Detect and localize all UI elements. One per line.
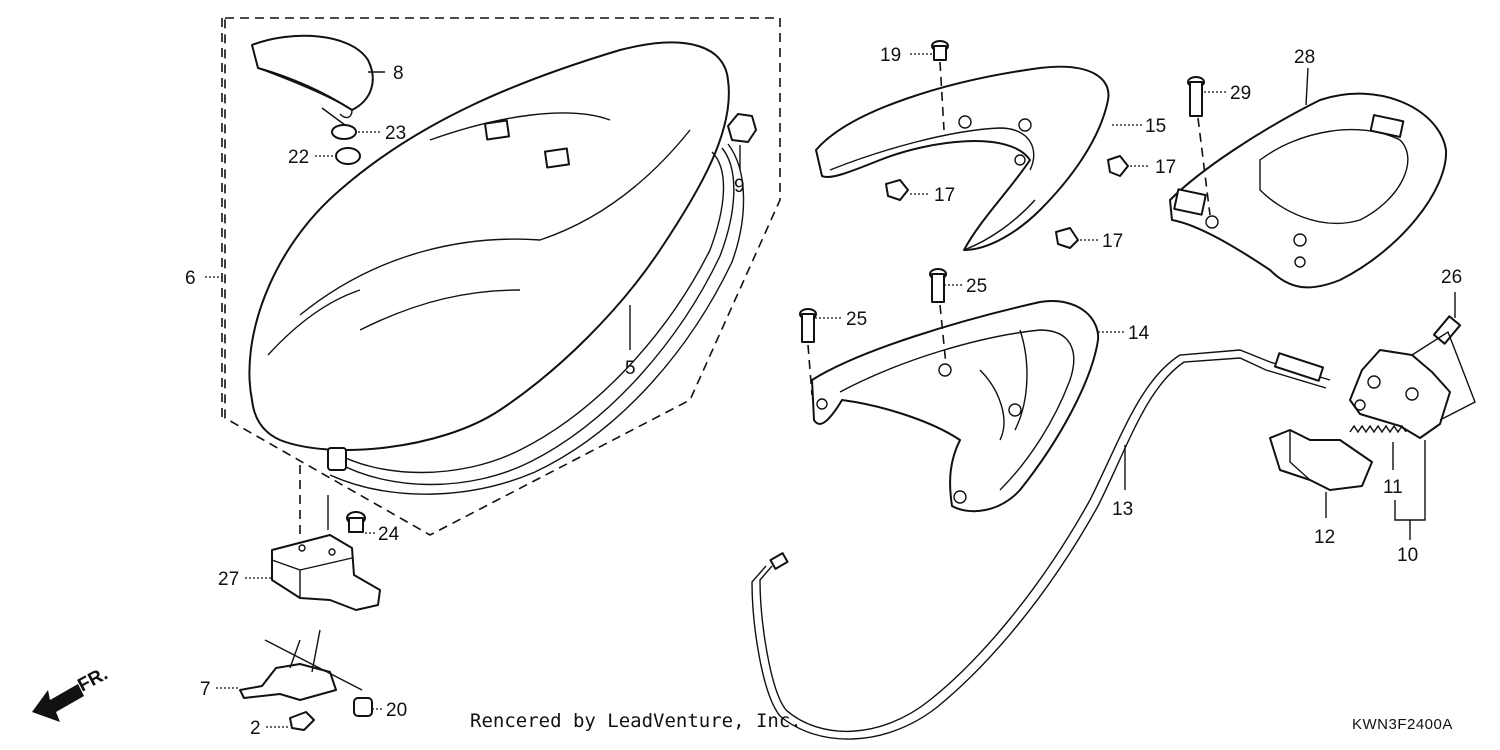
callout-8: 8 bbox=[393, 63, 404, 84]
callout-28: 28 bbox=[1294, 47, 1315, 68]
callout-19: 19 bbox=[880, 45, 901, 66]
callout-7: 7 bbox=[200, 679, 211, 700]
callout-25b: 25 bbox=[846, 309, 867, 330]
callout-27: 27 bbox=[218, 569, 239, 590]
clip-17c bbox=[1055, 227, 1079, 249]
clip-17a bbox=[885, 179, 909, 201]
bolt-19 bbox=[931, 40, 949, 61]
callout-20: 20 bbox=[386, 700, 407, 721]
bolt-29 bbox=[1187, 76, 1205, 117]
callout-24: 24 bbox=[378, 524, 400, 545]
callout-15: 15 bbox=[1145, 116, 1166, 137]
callout-26: 26 bbox=[1441, 267, 1462, 288]
stopper bbox=[727, 113, 757, 143]
seat bbox=[248, 41, 730, 451]
diagram-code: KWN3F2400A bbox=[1352, 716, 1453, 733]
bolt-24 bbox=[346, 511, 366, 533]
rear-cover bbox=[815, 65, 1110, 251]
callout-5: 5 bbox=[625, 358, 636, 379]
callout-14: 14 bbox=[1128, 323, 1150, 344]
rear-carrier bbox=[1169, 92, 1448, 289]
callout-11: 11 bbox=[1383, 477, 1403, 498]
clip-17b bbox=[1107, 155, 1129, 177]
front-arrow-icon bbox=[32, 684, 84, 722]
lock-cover-12 bbox=[1269, 429, 1373, 491]
callout-2: 2 bbox=[250, 718, 261, 739]
bolt-25a bbox=[929, 268, 947, 303]
credit-text: Rencered by LeadVenture, Inc. bbox=[470, 710, 802, 732]
spring-11 bbox=[1349, 424, 1407, 434]
callout-22: 22 bbox=[288, 147, 309, 168]
callout-17a: 17 bbox=[934, 185, 955, 206]
bolt-26 bbox=[1432, 315, 1462, 345]
seat-hinge bbox=[271, 534, 381, 611]
lock-bracket bbox=[239, 629, 363, 701]
seat-lock-cable bbox=[751, 349, 1331, 740]
seat-trim bbox=[327, 143, 745, 495]
backrest-pad bbox=[251, 34, 374, 119]
callout-17c: 17 bbox=[1102, 231, 1123, 252]
callout-13: 13 bbox=[1112, 499, 1133, 520]
callout-9: 9 bbox=[734, 176, 745, 197]
callout-10: 10 bbox=[1397, 545, 1418, 566]
washer-nut-stack bbox=[321, 107, 361, 165]
seat-lock bbox=[1349, 349, 1451, 439]
callout-25a: 25 bbox=[966, 276, 987, 297]
callout-29: 29 bbox=[1230, 83, 1251, 104]
clip-2 bbox=[289, 711, 315, 731]
callout-17b: 17 bbox=[1155, 157, 1176, 178]
seat-assembly-boundary bbox=[224, 17, 781, 536]
callout-23: 23 bbox=[385, 123, 406, 144]
callout-6: 6 bbox=[185, 268, 196, 289]
callout-12: 12 bbox=[1314, 527, 1335, 548]
rear-bracket bbox=[811, 300, 1100, 513]
nut-20 bbox=[353, 697, 373, 717]
bolt-25b bbox=[799, 308, 817, 343]
